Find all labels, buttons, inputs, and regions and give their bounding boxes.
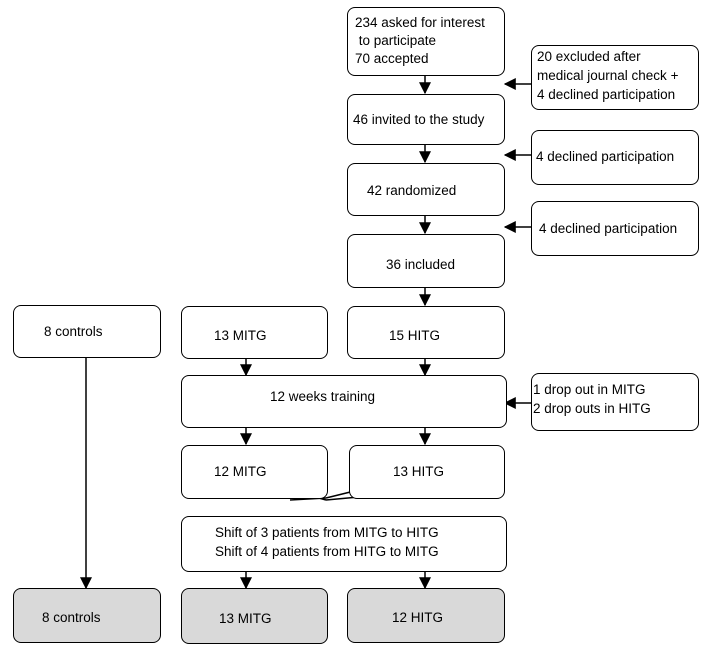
- interest-line-1: 234 asked for interest: [355, 15, 485, 30]
- mitg-start-label: 13 MITG: [214, 328, 267, 343]
- excluded-line-3: 4 declined participation: [537, 87, 676, 102]
- interest-line-3: 70 accepted: [355, 51, 429, 66]
- included-label: 36 included: [386, 257, 456, 272]
- mitg-end-label: 13 MITG: [219, 611, 272, 626]
- mitg-mid-box: 12 MITG: [181, 445, 328, 499]
- dropouts-box: 1 drop out in MITG 2 drop outs in HITG: [531, 373, 699, 431]
- excluded-line-2: medical journal check +: [537, 68, 679, 83]
- hitg-mid-box: 13 HITG: [349, 445, 505, 499]
- randomized-box: 42 randomized: [347, 163, 505, 216]
- hitg-mid-label: 13 HITG: [393, 464, 445, 479]
- dropouts-line-2: 2 drop outs in HITG: [533, 401, 651, 416]
- hitg-start-box: 15 HITG: [347, 306, 505, 359]
- mitg-end-box: 13 MITG: [181, 588, 328, 644]
- shift-box: Shift of 3 patients from MITG to HITG Sh…: [181, 516, 507, 572]
- invited-box: 46 invited to the study: [347, 94, 505, 145]
- included-box: 36 included: [347, 234, 505, 288]
- training-label: 12 weeks training: [270, 389, 376, 404]
- controls-start-label: 8 controls: [44, 324, 103, 339]
- hitg-start-label: 15 HITG: [389, 328, 441, 343]
- shift-line-2: Shift of 4 patients from HITG to MITG: [215, 544, 439, 559]
- controls-end-label: 8 controls: [42, 610, 101, 625]
- hitg-end-box: 12 HITG: [347, 588, 505, 643]
- invited-label: 46 invited to the study: [353, 112, 485, 127]
- mitg-mid-label: 12 MITG: [214, 464, 267, 479]
- excluded-line-1: 20 excluded after: [537, 49, 641, 64]
- controls-start-box: 8 controls: [13, 305, 161, 358]
- hitg-end-label: 12 HITG: [392, 610, 444, 625]
- interest-line-2: to participate: [355, 33, 437, 48]
- interest-box: 234 asked for interest to participate 70…: [347, 7, 505, 76]
- randomized-label: 42 randomized: [367, 183, 457, 198]
- declined-box-1: 4 declined participation: [531, 130, 699, 185]
- declined-label-2: 4 declined participation: [539, 221, 678, 236]
- declined-label-1: 4 declined participation: [536, 149, 675, 164]
- dropouts-line-1: 1 drop out in MITG: [533, 382, 646, 397]
- shift-line-1: Shift of 3 patients from MITG to HITG: [215, 525, 439, 540]
- controls-end-box: 8 controls: [13, 588, 161, 643]
- training-box: 12 weeks training: [181, 375, 507, 428]
- excluded-box: 20 excluded after medical journal check …: [531, 45, 699, 110]
- declined-box-2: 4 declined participation: [531, 201, 699, 256]
- mitg-start-box: 13 MITG: [181, 306, 328, 359]
